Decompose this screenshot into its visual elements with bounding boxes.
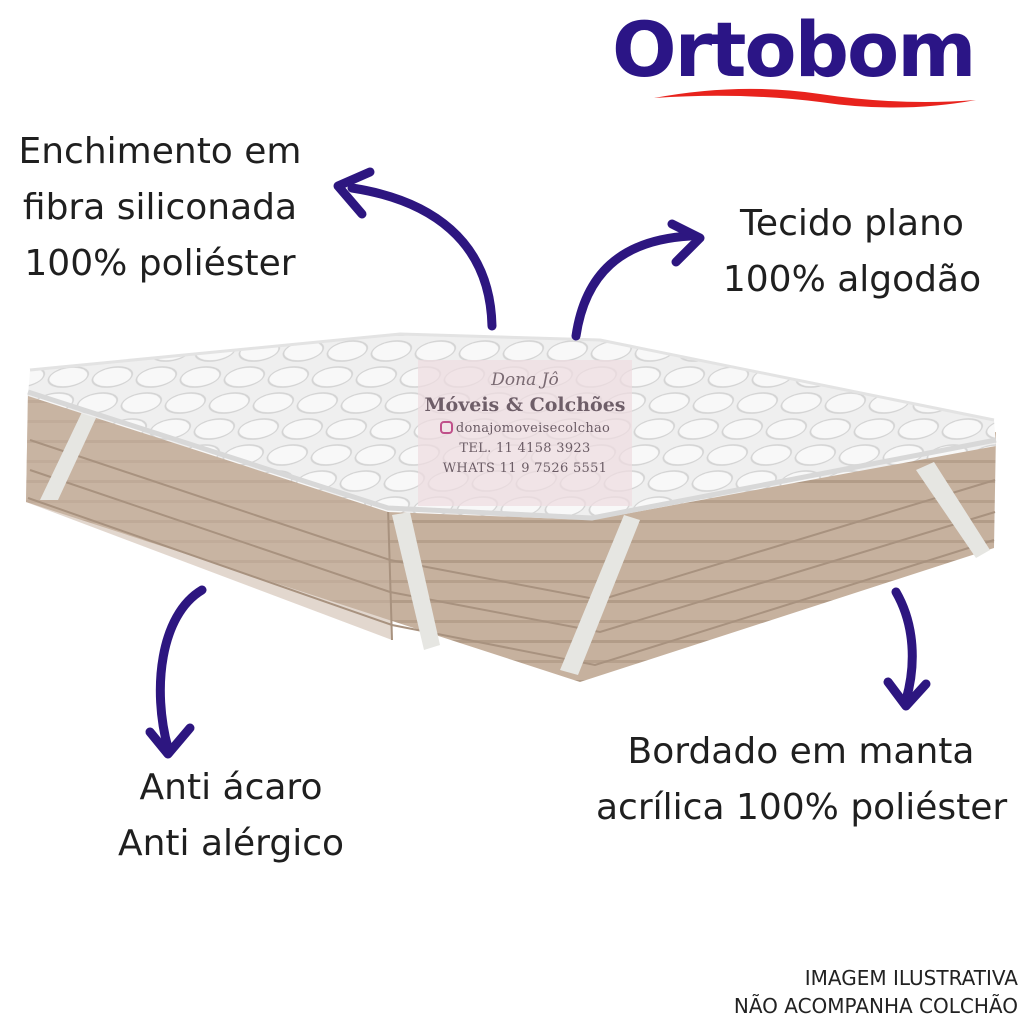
callout-anti: Anti ácaro Anti alérgico — [117, 767, 345, 864]
callout-filling: Enchimento em fibra siliconada 100% poli… — [18, 131, 302, 284]
watermark-phone: TEL. 11 4158 3923 — [459, 441, 591, 456]
watermark-store-name: Móveis & Colchões — [424, 394, 626, 416]
arrow-fabric-icon — [571, 231, 695, 341]
instagram-icon — [439, 421, 453, 434]
brand-logo: Ortobom — [612, 5, 976, 94]
arrow-embroidery-icon — [891, 587, 917, 705]
arrow-filling-icon — [347, 183, 497, 331]
watermark-script: Dona Jô — [491, 370, 559, 390]
callout-embroidery: Bordado em manta acrílica 100% poliéster — [596, 731, 1008, 828]
callout-fabric: Tecido plano 100% algodão — [722, 203, 982, 300]
watermark-whats: WHATS 11 9 7526 5551 — [442, 461, 608, 476]
store-watermark: Dona Jô Móveis & Colchões donajomoveisec… — [418, 360, 632, 506]
disclaimer: IMAGEM ILUSTRATIVA NÃO ACOMPANHA COLCHÃO — [733, 966, 1018, 1018]
arrow-anti-icon — [155, 585, 207, 753]
logo-swoosh-icon — [654, 88, 976, 108]
watermark-instagram: donajomoveisecolchao — [418, 421, 632, 436]
